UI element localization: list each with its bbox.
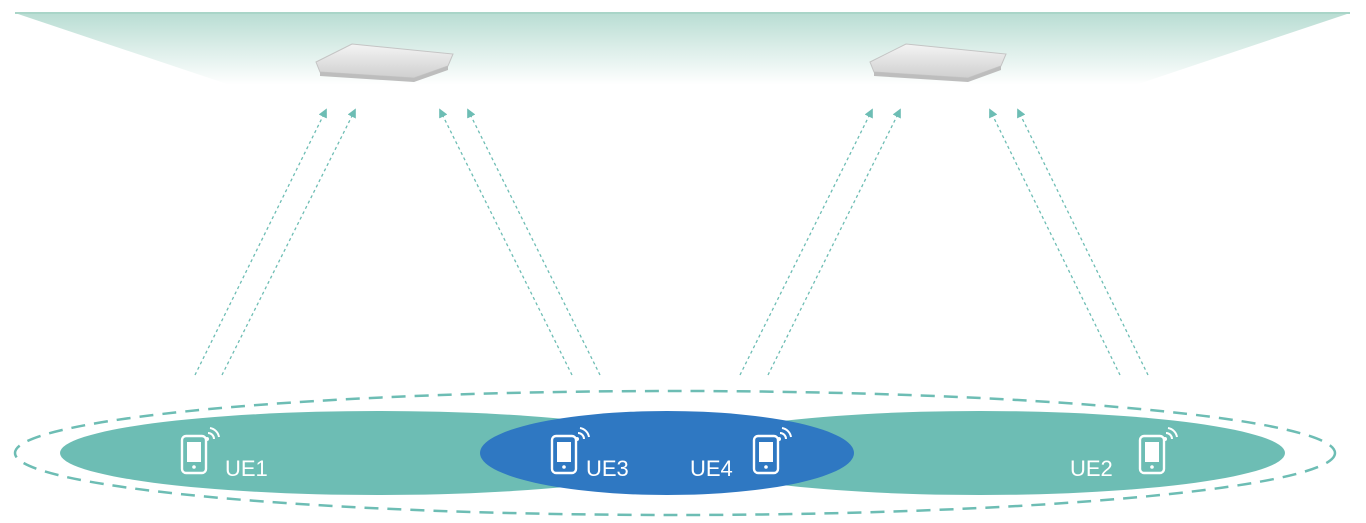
mobile-phone-wifi-icon: [180, 427, 220, 475]
ue2-label: UE2: [1070, 456, 1113, 481]
ceiling-plane: [15, 13, 1350, 85]
arrow-ue1-ap-left-a: [194, 108, 327, 376]
device-ue1: UE1: [180, 427, 268, 481]
device-ue2: UE2: [1070, 427, 1178, 481]
arrow-ue4-ap-right-a: [739, 108, 873, 376]
arrow-ue4-ap-right-b: [767, 108, 901, 376]
ap-right: [869, 43, 1007, 82]
ue1-label: UE1: [225, 456, 268, 481]
ceiling-access-point-icon: [869, 43, 1007, 82]
ceiling-access-point-icon: [315, 43, 454, 82]
ue3-label: UE3: [586, 456, 629, 481]
ap-left: [315, 43, 454, 82]
device-ue4: UE4: [690, 427, 792, 481]
mobile-phone-wifi-icon: [550, 427, 590, 475]
device-ue3: UE3: [550, 427, 629, 481]
coverage-boundary: [13, 389, 1337, 517]
ue4-label: UE4: [690, 456, 733, 481]
arrow-ue3-ap-left-b: [467, 108, 601, 376]
arrow-ue1-ap-left-b: [221, 108, 356, 376]
arrow-ue2-ap-right-b: [1017, 108, 1149, 376]
arrow-ue3-ap-left-a: [439, 108, 573, 376]
mobile-phone-wifi-icon: [1138, 427, 1178, 475]
uplink-arrows: [194, 108, 1149, 376]
mobile-phone-wifi-icon: [752, 427, 792, 475]
arrow-ue2-ap-right-a: [989, 108, 1121, 376]
cell-overlap: [480, 411, 854, 495]
